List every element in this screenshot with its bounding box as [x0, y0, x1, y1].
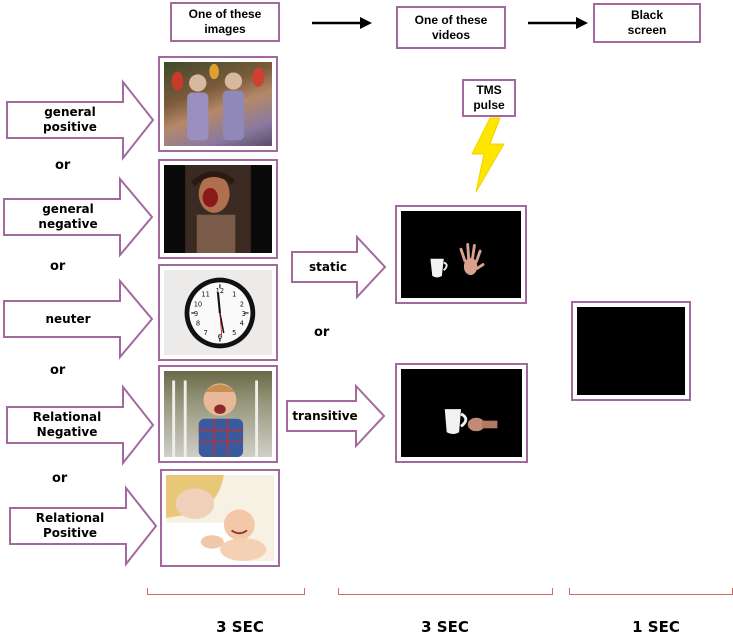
photo-crying-child — [164, 371, 272, 457]
or-text-4: or — [52, 471, 68, 486]
header-black-box: Black screen — [593, 3, 701, 43]
video-label-transitive: transitive — [292, 408, 358, 423]
condition-arrow-general-positive — [6, 79, 155, 161]
image-relational-negative — [158, 365, 278, 463]
condition-label-neuter: neuter — [45, 311, 91, 326]
video-arrow-static — [291, 234, 387, 300]
or-text-5: or — [314, 325, 330, 340]
header-black-label: Black screen — [627, 8, 667, 37]
duration-label-images: 3 SEC — [216, 618, 264, 636]
black-screen-fill — [577, 307, 685, 395]
image-general-positive — [158, 56, 278, 152]
video-label-static: static — [309, 259, 347, 274]
video-arrow-transitive — [286, 383, 386, 449]
image-general-negative — [158, 159, 278, 259]
or-text-1: or — [55, 158, 71, 173]
header-videos-box: One of these videos — [396, 6, 506, 49]
duration-bracket-videos — [338, 588, 553, 595]
svg-text:1: 1 — [232, 291, 236, 299]
svg-text:12: 12 — [216, 287, 225, 295]
video-static — [395, 205, 527, 304]
condition-label-relational-positive: Relational Positive — [35, 511, 105, 540]
image-neuter: 12 1 2 3 4 5 6 7 8 9 10 11 — [158, 264, 278, 361]
lightning-bolt-icon — [471, 117, 505, 193]
duration-bracket-images — [147, 588, 305, 595]
tms-label: TMS pulse — [473, 83, 505, 112]
or-text-3: or — [50, 363, 66, 378]
photo-wall-clock: 12 1 2 3 4 5 6 7 8 9 10 11 — [164, 270, 272, 355]
header-images-box: One of these images — [170, 2, 280, 42]
video-transitive — [395, 363, 528, 463]
photo-mother-baby — [166, 475, 274, 561]
image-relational-positive — [160, 469, 280, 567]
condition-label-general-negative: general negative — [38, 202, 98, 231]
black-screen — [571, 301, 691, 401]
photo-elderly-women-parrots — [164, 62, 272, 146]
duration-label-black: 1 SEC — [632, 618, 680, 636]
header-arrow-2 — [528, 17, 588, 29]
video-transitive-frame — [401, 369, 522, 457]
photo-injured-man — [164, 165, 272, 253]
video-static-frame — [401, 211, 521, 298]
duration-bracket-black — [569, 588, 733, 595]
duration-label-videos: 3 SEC — [421, 618, 469, 636]
header-images-label: One of these images — [188, 7, 262, 36]
condition-label-relational-negative: Relational Negative — [32, 410, 102, 439]
tms-box: TMS pulse — [462, 79, 516, 117]
svg-text:11: 11 — [201, 291, 210, 299]
or-text-2: or — [50, 259, 66, 274]
svg-text:2: 2 — [240, 300, 244, 308]
condition-arrow-relational-negative — [6, 384, 155, 466]
svg-text:8: 8 — [196, 319, 200, 327]
header-arrow-1 — [312, 17, 372, 29]
condition-arrow-relational-positive — [9, 485, 158, 567]
svg-text:4: 4 — [240, 319, 244, 327]
svg-text:9: 9 — [194, 310, 198, 318]
svg-text:6: 6 — [218, 333, 222, 341]
condition-arrow-general-negative — [3, 176, 154, 258]
svg-text:3: 3 — [242, 310, 246, 318]
condition-label-general-positive: general positive — [43, 105, 97, 134]
svg-text:7: 7 — [203, 329, 207, 337]
header-videos-label: One of these videos — [414, 12, 488, 42]
svg-text:5: 5 — [232, 329, 236, 337]
svg-text:10: 10 — [194, 300, 203, 308]
condition-arrow-neuter — [3, 278, 154, 360]
